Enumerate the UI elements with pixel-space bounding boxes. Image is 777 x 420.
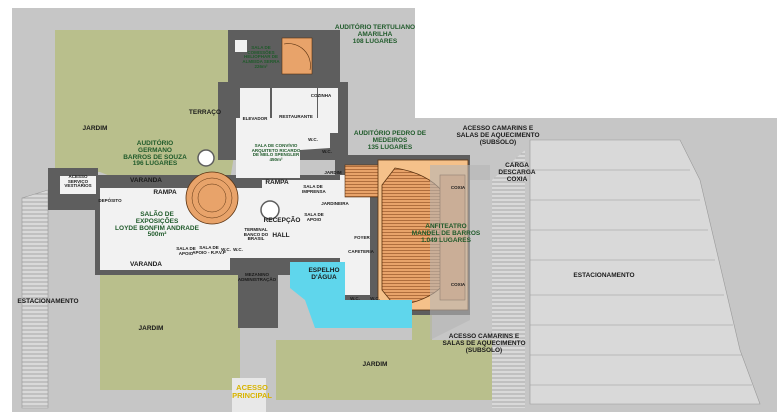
estacionamento-left-label: ESTACIONAMENTO (17, 298, 79, 305)
ramp-spiral (260, 200, 280, 220)
acesso-camarins-top-label: ACESSO CAMARINS E SALAS DE AQUECIMENTO (… (456, 125, 540, 146)
sala-convivio-label: SALA DE CONVÍVIO ARQUITETO RICARDO DE ME… (251, 143, 301, 163)
jardim-south-label: JARDIM (362, 361, 388, 368)
cafeteria-label: CAFETERIA (348, 249, 374, 254)
varanda-bottom-label: VARANDA (129, 261, 163, 268)
acesso-principal-label: ACESSO PRINCIPAL (232, 383, 272, 400)
water-mirror (290, 262, 412, 328)
salao-exposicoes-label: SALÃO DE EXPOSIÇÕES LOYDE BONFIM ANDRADE… (115, 211, 199, 239)
wc-bottom-1-label: W.C. (350, 296, 360, 301)
jardim-center-label: JARDIM (324, 170, 342, 175)
wc-bottom-2-label: W.C. (370, 296, 380, 301)
rampa-center-label: RAMPA (265, 179, 289, 186)
garden-northwest (55, 30, 240, 180)
sala-imprensa-label: SALA DE IMPRENSA (302, 184, 326, 194)
coxia-top-label: COXIA (450, 185, 466, 190)
wc-left-1-label: W.C. (221, 247, 231, 252)
jardineira-label: JARDINEIRA (321, 201, 349, 206)
jardim-northwest-label: JARDIM (82, 125, 108, 132)
parking-right (529, 139, 761, 405)
auditorio-pedro-label: AUDITÓRIO PEDRO DE MEDEIROS 135 LUGARES (353, 130, 427, 151)
auditorio-tertuliano-label: AUDITÓRIO TERTULIANO AMARILHA 108 LUGARE… (334, 24, 416, 45)
hall-label: HALL (272, 232, 290, 239)
elevador-label: ELEVADOR (242, 116, 268, 121)
wc-left-2-label: W.C. (233, 247, 243, 252)
mezanino-label: MEZANINO ADMINISTRAÇÃO (237, 272, 277, 282)
cozinha-label: COZINHA (310, 93, 332, 98)
espelho-dagua-label: ESPELHO D'ÁGUA (308, 267, 340, 281)
sala-apoio-rpvp-label: SALA DE APOIO - R.P.V.P (192, 245, 226, 255)
parking-left (21, 189, 49, 409)
restaurante-label: RESTAURANTE (279, 114, 313, 119)
coxia-bottom-label: COXIA (450, 282, 466, 287)
rampa-left-label: RAMPA (153, 189, 177, 196)
recepcao-label: RECEPÇÃO (263, 217, 301, 224)
wc-top-2-label: W.C. (322, 149, 332, 154)
auditorium-germano-row (197, 183, 227, 213)
varanda-top-label: VARANDA (129, 177, 163, 184)
auditorium-germano-seating (185, 171, 239, 225)
parking-stripes (530, 169, 752, 386)
auditorium-tertuliano-rows (283, 43, 311, 71)
terminal-banco-label: TERMINAL BANCO DO BRASIL (243, 227, 269, 242)
sala-apoio-top-label: SALA DE APOIO (304, 212, 324, 222)
jardim-southwest-label: JARDIM (138, 325, 164, 332)
deposito-label: DEPÓSITO (98, 198, 122, 203)
estacionamento-right-label: ESTACIONAMENTO (573, 272, 635, 279)
auditorium-tertuliano-seating (281, 37, 313, 75)
terraco-label: TERRAÇO (188, 109, 222, 116)
main-entrance-area (232, 378, 266, 412)
small-room (235, 40, 247, 52)
acesso-servico-label: ACESSO SERVIÇO VESTIÁRIOS (64, 174, 92, 189)
auditorio-germano-label: AUDITÓRIO GERMANO BARROS DE SOUZA 196 LU… (123, 140, 187, 168)
sala-apoio-bottom-label: SALA DE APOIO (176, 246, 196, 256)
garden-southwest (100, 272, 240, 390)
carga-descarga-label: CARGA DESCARGA COXIA (498, 162, 536, 183)
spiral-stair (197, 149, 215, 167)
wc-top-1-label: W.C. (308, 137, 318, 142)
parking-ramp (492, 150, 525, 408)
acesso-camarins-bottom-label: ACESSO CAMARINS E SALAS DE AQUECIMENTO (… (442, 333, 526, 354)
sala-comissoes-label: SALA DE COMISSÕES HELIOPHAR DE ALMEIDA S… (242, 45, 280, 69)
auditorium-germano-row (191, 177, 233, 219)
garden-south (276, 340, 506, 400)
anfiteatro-label: ANFITEATRO MANDEL DE BARROS 1.049 LUGARE… (411, 223, 481, 244)
service-road (430, 165, 490, 340)
foyer-label: FOYER (354, 235, 370, 240)
